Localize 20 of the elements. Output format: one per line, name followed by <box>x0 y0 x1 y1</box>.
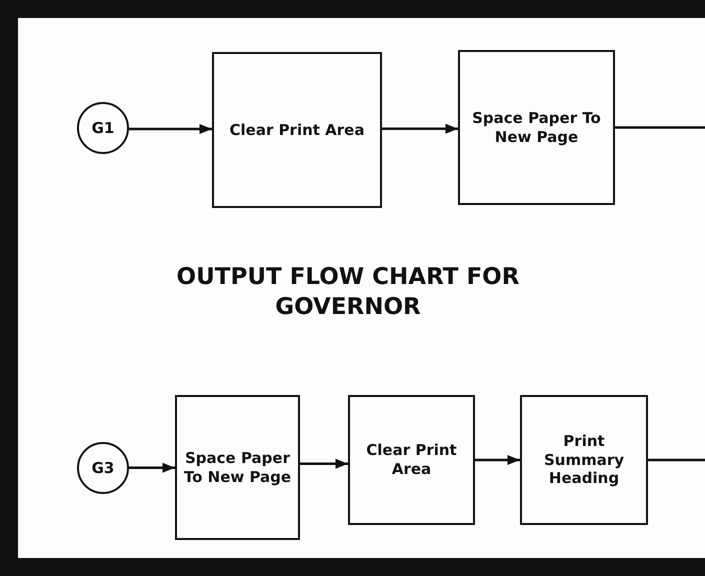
connector-circle <box>77 442 129 494</box>
arrow <box>300 458 348 469</box>
chart-title: OUTPUT FLOW CHART FOR GOVERNOR <box>176 263 520 322</box>
process-box <box>458 50 615 205</box>
connector-circle <box>77 102 129 154</box>
process-box <box>520 395 648 525</box>
arrow <box>382 124 458 134</box>
arrow <box>129 124 212 134</box>
arrow <box>475 455 520 465</box>
node-label: Space Paper To New Page <box>471 108 602 146</box>
node-label: G3 <box>92 458 114 478</box>
node-label: Space Paper To New Page <box>183 448 292 486</box>
node-label: Print Summary Heading <box>542 432 626 488</box>
process-box <box>212 52 382 208</box>
process-box <box>348 395 475 525</box>
node-label: Clear Print Area <box>365 441 458 479</box>
node-label: Clear Print Area <box>230 120 364 140</box>
process-box <box>175 395 300 540</box>
node-label: G1 <box>92 118 114 138</box>
arrow <box>129 462 175 473</box>
